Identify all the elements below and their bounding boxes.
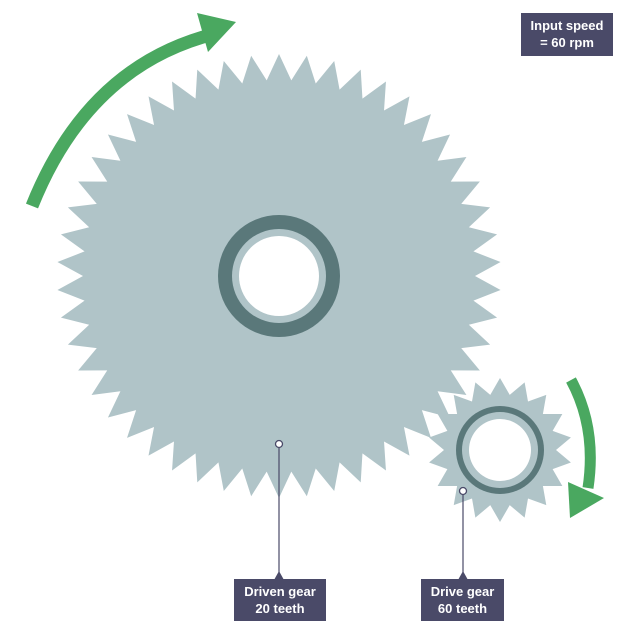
driven-gear-leader (274, 439, 284, 580)
clockwise-arrow-icon (566, 377, 604, 518)
driven-gear-label-line1: Driven gear (244, 584, 316, 599)
large-gear-rotation-arrow-head (197, 13, 236, 52)
large-gear-rotation-arrow-shaft (25, 27, 216, 209)
drive-gear-label-line2: 60 teeth (437, 601, 488, 616)
driven-gear (57, 54, 501, 498)
drive-gear-label-line1: Drive gear (430, 584, 495, 599)
drive-gear-leader (458, 486, 468, 580)
input-speed-label-line1: Input speed (530, 18, 604, 33)
input-speed-label-line2: = 60 rpm (540, 35, 594, 50)
driven-gear-label: Driven gear 20 teeth (234, 579, 326, 621)
drive-gear-label: Drive gear 60 teeth (421, 579, 504, 621)
driven-gear-label-line2: 20 teeth (255, 601, 305, 616)
clockwise-arrow-icon (25, 13, 236, 209)
small-gear-rotation-arrow-shaft (566, 377, 596, 489)
small-gear-rotation-arrow-head (568, 482, 604, 518)
drive-gear (429, 378, 571, 522)
driven-gear-shaft-hole (239, 236, 319, 316)
drive-gear-shaft-hole (469, 419, 531, 481)
input-speed-label: Input speed = 60 rpm (521, 13, 613, 56)
